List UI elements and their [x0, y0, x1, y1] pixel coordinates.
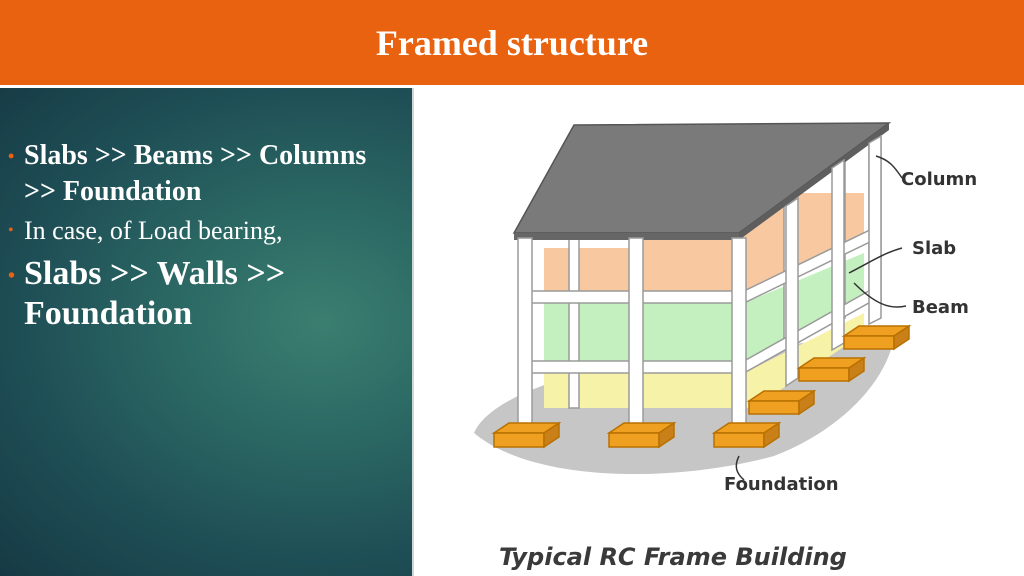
roof-slab-side	[739, 123, 889, 240]
bullet-text: Slabs >> Walls >> Foundation	[24, 255, 286, 332]
slab-fill-low	[544, 313, 864, 408]
bullet-marker: •	[8, 265, 16, 287]
bullet-item-framed-load-path: • Slabs >> Beams >> Columns >> Foundatio…	[8, 138, 403, 210]
label-slab: Slab	[912, 238, 956, 259]
slab-fill-upper-right	[639, 193, 864, 298]
leader-lines	[735, 155, 907, 481]
roof-slab-edge	[514, 233, 739, 240]
title-bar: Framed structure	[0, 0, 1024, 88]
bullet-item-load-bearing-path: • Slabs >> Walls >> Foundation	[8, 254, 403, 334]
building-illustration: Column Slab Beam Foundation Typical RC F…	[474, 122, 977, 571]
bullet-list: • Slabs >> Beams >> Columns >> Foundatio…	[8, 138, 403, 334]
label-column: Column	[901, 169, 977, 190]
label-foundation: Foundation	[724, 474, 839, 495]
bullet-item-load-bearing-case: • In case, of Load bearing,	[8, 214, 403, 248]
bullet-text: Slabs >> Beams >> Columns >> Foundation	[24, 140, 367, 207]
diagram-caption: Typical RC Frame Building	[499, 543, 847, 571]
label-beam: Beam	[912, 297, 969, 318]
slide-title: Framed structure	[375, 22, 649, 63]
left-panel: • Slabs >> Beams >> Columns >> Foundatio…	[0, 88, 414, 576]
bullet-marker: •	[8, 146, 15, 166]
bullet-marker: •	[8, 222, 14, 239]
footings	[491, 324, 912, 449]
bullet-text: In case, of Load bearing,	[24, 216, 283, 245]
rc-frame-diagram: Column Slab Beam Foundation Typical RC F…	[414, 88, 1024, 576]
